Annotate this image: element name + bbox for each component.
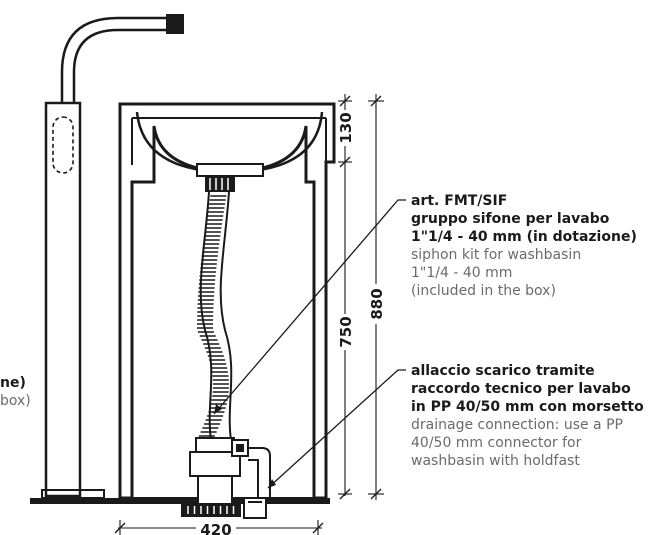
drain-connector: [243, 497, 267, 519]
leader-lines: [213, 199, 406, 489]
base-plate: [30, 489, 330, 504]
siphon-en-line-2: 1"1/4 - 40 mm: [411, 265, 513, 281]
callout-siphon-title: art. FMT/SIF: [411, 192, 637, 210]
callout-left-partial: ne) box): [0, 374, 31, 410]
siphon-it-line-2: 1"1/4 - 40 mm (in dotazione): [411, 229, 637, 245]
drain-it-line-2: raccordo tecnico per lavabo: [411, 381, 631, 397]
dim-label-880: 880: [368, 288, 386, 319]
art-prefix: art.: [411, 193, 445, 209]
left-partial-line-1: ne): [0, 375, 26, 391]
trap-ribs: [187, 506, 235, 514]
drain-en-line-2: 40/50 mm connector for: [411, 435, 582, 451]
drain-en-line-3: washbasin with holdfast: [411, 453, 580, 469]
siphon-it-line-1: gruppo sifone per lavabo: [411, 211, 610, 227]
drain-en-line-1: drainage connection: use a PP: [411, 417, 623, 433]
drain-it-line-1: allaccio scarico tramite: [411, 363, 595, 379]
dim-label-750: 750: [337, 316, 355, 347]
faucet-column: [44, 14, 184, 498]
left-partial-line-2: box): [0, 393, 31, 409]
drain-flange: [196, 163, 264, 192]
leader-arrowheads: [214, 404, 276, 488]
drain-it-line-3: in PP 40/50 mm con morsetto: [411, 399, 644, 415]
pipe-ribs: [197, 195, 229, 437]
dim-label-130: 130: [337, 112, 355, 143]
article-code: FMT/SIF: [444, 193, 508, 209]
dimension-ticks: [114, 95, 382, 534]
dim-label-420: 420: [200, 521, 231, 535]
callout-drainage: allaccio scarico tramite raccordo tecnic…: [411, 362, 644, 470]
siphon-en-line-1: siphon kit for washbasin: [411, 247, 582, 263]
flexible-siphon-pipe: [199, 191, 233, 441]
siphon-trap: [181, 437, 271, 517]
callout-siphon-kit: art. FMT/SIF gruppo sifone per lavabo 1"…: [411, 192, 637, 300]
siphon-en-line-3: (included in the box): [411, 283, 556, 299]
